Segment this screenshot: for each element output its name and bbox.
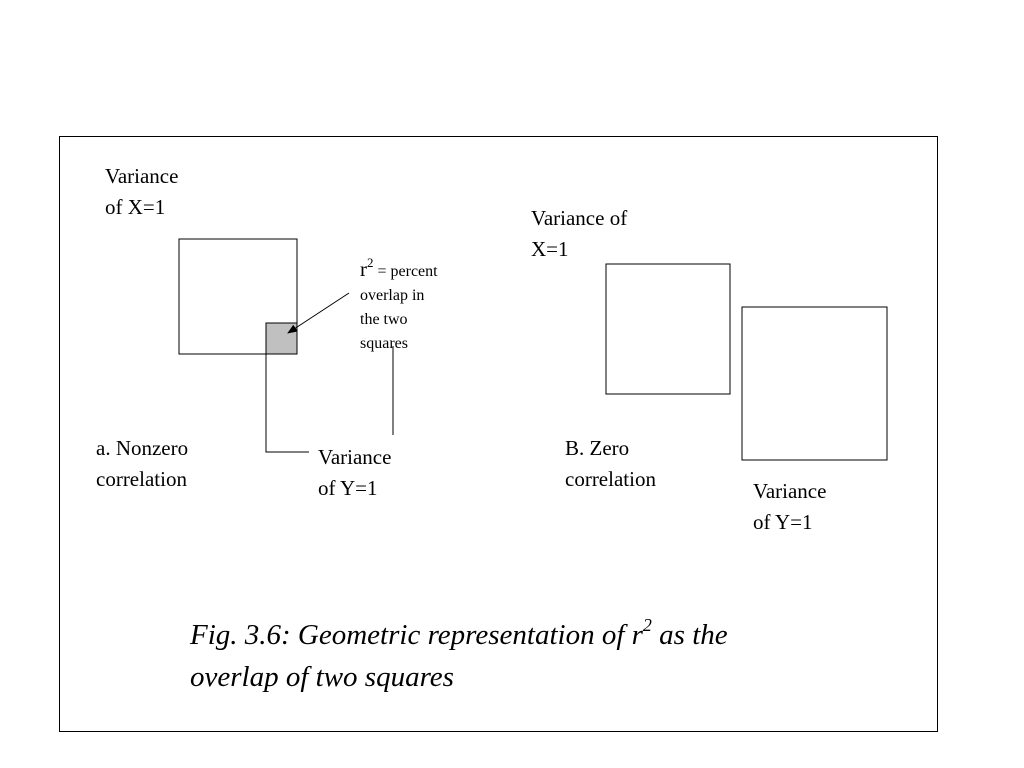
caption-line-1: Fig. 3.6: Geometric representation of r2… (190, 615, 728, 651)
panel-b-variance-y-label: Variance of Y=1 (753, 479, 827, 534)
panel-b-variance-x-label: Variance of X=1 (531, 206, 628, 261)
annotation-first-line: r2 = percent (360, 255, 438, 281)
panel-b-title-label: B. Zero correlation (565, 436, 656, 491)
figure-frame (59, 136, 938, 732)
caption-line-2: overlap of two squares (190, 661, 454, 693)
panel-a-title-label: a. Nonzero correlation (96, 436, 189, 491)
panel-a-variance-y-label: Variance of Y=1 (318, 445, 392, 500)
panel-b-x-square (605, 263, 731, 395)
panel-a-r2-annotation: r2 = percent overlap in the two squares (360, 251, 438, 356)
panel-a-y-square (265, 323, 309, 453)
figure-caption: Fig. 3.6: Geometric representation of r2… (190, 604, 728, 698)
panel-a-annotation-arrow (287, 292, 350, 334)
panel-a-overlap-region (265, 322, 298, 355)
panel-a-variance-x-label: Variance of X=1 (105, 164, 179, 219)
panel-b-y-square (741, 306, 888, 461)
panel-a-x-square (178, 238, 298, 355)
